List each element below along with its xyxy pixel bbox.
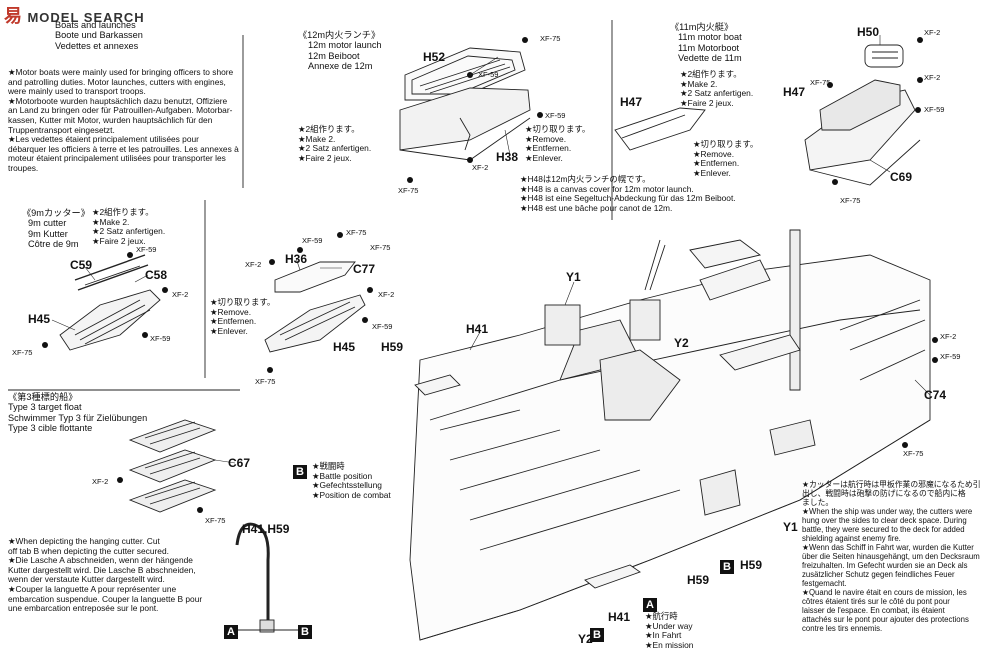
part-label: H41	[466, 322, 489, 336]
paint-label: XF-2	[924, 28, 941, 37]
part-label: H38	[496, 150, 519, 164]
paint-label: XF-75	[346, 228, 367, 237]
paint-label: XF-75	[398, 186, 419, 195]
target-float-drawing	[128, 419, 217, 513]
launch-12m-make-note: ★2組作ります。★Make 2. ★2 Satz anfertigen.★Fai…	[298, 124, 372, 163]
boat-11m-make-note: ★2組作ります。★Make 2. ★2 Satz anfertigen.★Fai…	[680, 69, 754, 108]
motor-launch-12m-drawing	[399, 47, 531, 161]
tab-a-badge: A	[224, 622, 238, 640]
part-label: H50	[857, 25, 880, 39]
part-label: H59	[381, 340, 404, 354]
boats-title: Boats and launches Boote und Barkassen V…	[55, 20, 143, 51]
paint-label: XF-75	[12, 348, 33, 357]
battle-position-key: B	[293, 462, 307, 480]
part-label: H52	[423, 50, 446, 64]
paint-label: XF-75	[370, 243, 391, 252]
tab-b-badge: B	[298, 622, 312, 640]
paint-label: XF-59	[136, 245, 157, 254]
motor-boat-11m-drawing	[804, 44, 921, 186]
paint-label: XF-59	[150, 334, 171, 343]
cutter-h36-h45-drawing	[264, 261, 366, 353]
boat-11m-remove-note: ★切り取ります。★Remove. ★Entfernen.★Enlever.	[693, 139, 759, 178]
part-label: H41	[608, 610, 631, 624]
under-way-note: ★航行時★Under way ★In Fahrt★En mission	[645, 611, 694, 650]
part-label: Y2	[578, 632, 593, 646]
part-label: H59	[740, 558, 763, 572]
paint-label: XF-59	[940, 352, 961, 361]
paint-label: XF-2	[245, 260, 262, 269]
launch-12m-remove-note: ★切り取ります。★Remove. ★Entfernen.★Enlever.	[525, 124, 591, 163]
target-float-title: 《第3種標的船》 Type 3 target float Schwimmer T…	[8, 392, 148, 434]
paint-label: XF-75	[840, 196, 861, 205]
paint-label: XF-2	[924, 73, 941, 82]
paint-label: XF-75	[810, 78, 831, 87]
paint-label: XF-75	[255, 377, 276, 386]
boats-note: ★Motor boats were mainly used for bringi…	[8, 67, 239, 173]
watermark-text: MODEL SEARCH	[27, 10, 145, 25]
paint-label: XF-2	[92, 477, 109, 486]
paint-label: XF-59	[478, 70, 499, 79]
canvas-cover-h47-drawing	[614, 107, 706, 151]
paint-label: XF-2	[172, 290, 189, 299]
canvas-cover-note: ★H48は12m内火ランチの幌です。★H48 is a canvas cover…	[520, 174, 736, 213]
paint-label: XF-59	[372, 322, 393, 331]
cutter-position-note: ★カッターは航行時は甲板作業の邪魔になるため引出し、戦闘時は砲撃の防げになるので…	[802, 480, 981, 633]
paint-label: XF-59	[545, 111, 566, 120]
davit-drawing	[235, 522, 298, 633]
paint-label: XF-75	[205, 516, 226, 525]
key-a-badge: A	[643, 598, 657, 612]
part-label: C59	[70, 258, 93, 272]
under-way-key: A	[643, 595, 657, 613]
part-label: H36	[285, 252, 308, 266]
paint-label: XF-2	[472, 163, 489, 172]
paint-label: XF-75	[540, 34, 561, 43]
paint-label: XF-2	[940, 332, 957, 341]
cutter-9m-drawing	[59, 254, 161, 351]
part-label: Y1	[566, 270, 581, 284]
paint-label: XF-2	[378, 290, 395, 299]
cutter-9m-title: 《9mカッター》 9m cutter 9m Kutter Côtre de 9m	[22, 208, 90, 250]
part-label: Y2	[674, 336, 689, 350]
paint-label: XF-59	[924, 105, 945, 114]
part-label: C67	[228, 456, 251, 470]
cutter-9m-remove-note: ★切り取ります。★Remove. ★Entfernen.★Enlever.	[210, 297, 276, 336]
boat-11m-title: 《11m内火艇》 11m motor boat 11m Motorboot Ve…	[670, 22, 742, 64]
part-label: H45	[28, 312, 51, 326]
key-b-badge-ship: B	[590, 625, 604, 643]
key-b-badge: B	[293, 465, 307, 479]
part-label: C69	[890, 170, 913, 184]
part-label: H47	[620, 95, 643, 109]
part-label: H59	[687, 573, 710, 587]
part-label: C58	[145, 268, 168, 282]
paint-label: XF-75	[903, 449, 924, 458]
part-label: H45	[333, 340, 356, 354]
battleship-hull-drawing	[409, 229, 931, 641]
part-label: H41,H59	[242, 522, 290, 536]
watermark-logo: 易 MODEL SEARCH	[4, 6, 145, 26]
part-label: C77	[353, 262, 376, 276]
key-b-badge-ship: B	[720, 557, 734, 575]
battle-position-note: ★戦闘時★Battle position ★Gefechtsstellung★P…	[312, 461, 391, 500]
part-label: C74	[924, 388, 947, 402]
part-label: Y1	[783, 520, 798, 534]
paint-label: XF-59	[302, 236, 323, 245]
launch-12m-title: 《12m内火ランチ》 12m motor launch 12m Beiboot …	[298, 30, 382, 72]
cutter-9m-make-note: ★2組作ります。★Make 2. ★2 Satz anfertigen.★Fai…	[92, 207, 166, 246]
part-label: H47	[783, 85, 806, 99]
